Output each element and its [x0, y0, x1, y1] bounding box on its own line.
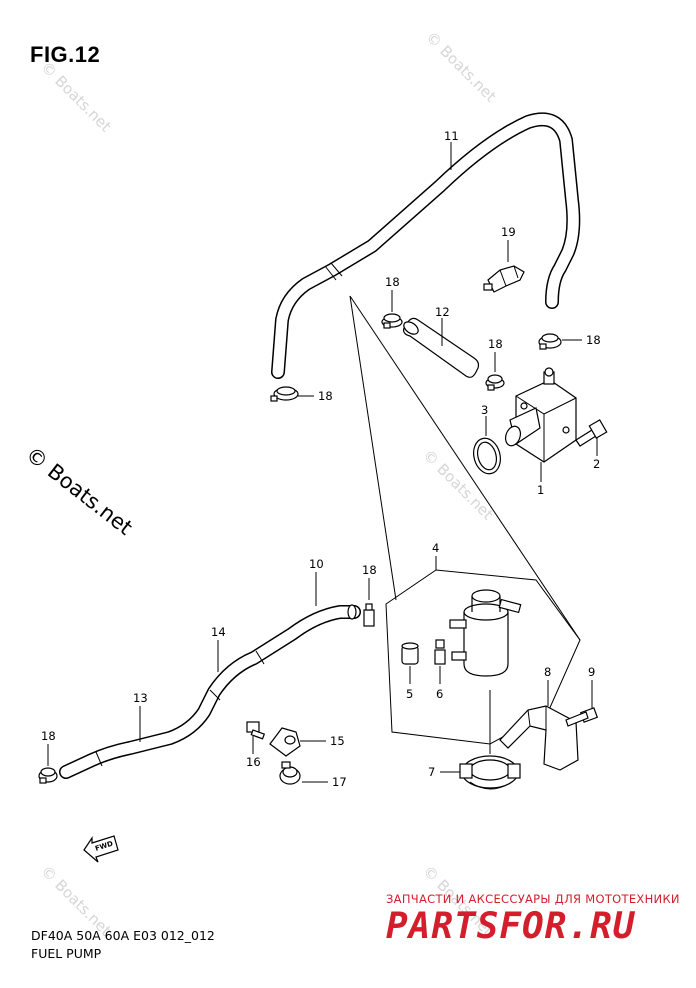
callout-1: 1 — [537, 483, 544, 497]
callout-19: 19 — [501, 225, 516, 239]
fwd-arrow-icon: FWD — [83, 835, 119, 863]
callout-18: 18 — [488, 337, 503, 351]
callout-4: 4 — [432, 541, 439, 555]
bolt-9 — [565, 707, 599, 727]
shop-logo[interactable]: PARTSFOR.RU — [386, 906, 636, 947]
bolt-2 — [575, 419, 608, 447]
callout-13: 13 — [133, 691, 148, 705]
hose-12 — [403, 317, 480, 378]
figure-title: FIG.12 — [30, 42, 101, 67]
hose-piece-5 — [401, 642, 419, 665]
hose-11 — [271, 112, 581, 379]
callout-7: 7 — [428, 765, 435, 779]
bolt-16 — [246, 721, 266, 740]
callout-10: 10 — [309, 557, 324, 571]
figure-subtitle: FUEL PUMP — [31, 946, 102, 961]
fuel-pump-1 — [504, 367, 577, 463]
clamp-18 — [538, 333, 562, 350]
callout-18: 18 — [385, 275, 400, 289]
clamp-17 — [279, 761, 301, 785]
callout-6: 6 — [436, 687, 443, 701]
clamp-19 — [483, 265, 525, 293]
callout-5: 5 — [406, 687, 413, 701]
fuel-filter — [449, 589, 522, 677]
bracket-8 — [499, 705, 579, 771]
callout-16: 16 — [246, 755, 261, 769]
callout-18: 18 — [318, 389, 333, 403]
clip-6 — [434, 639, 446, 665]
callout-12: 12 — [435, 305, 450, 319]
bracket-15 — [269, 727, 301, 757]
clamp-18 — [381, 313, 403, 329]
filter-clamp-7 — [459, 755, 521, 790]
o-ring-3 — [473, 437, 501, 475]
clamp-18 — [38, 767, 58, 784]
callout-15: 15 — [330, 734, 345, 748]
filter-assembly-4 — [385, 569, 581, 745]
callout-18: 18 — [41, 729, 56, 743]
callout-2: 2 — [593, 457, 600, 471]
callout-9: 9 — [588, 665, 595, 679]
model-code: DF40A 50A 60A E03 012_012 — [31, 928, 215, 943]
callout-11: 11 — [444, 129, 459, 143]
callout-18: 18 — [362, 563, 377, 577]
callout-3: 3 — [481, 403, 488, 417]
callout-18: 18 — [586, 333, 601, 347]
callout-17: 17 — [332, 775, 347, 789]
clamp-18 — [485, 374, 505, 391]
clamp-18 — [270, 386, 299, 402]
clamp-18 — [363, 603, 375, 627]
callout-14: 14 — [211, 625, 226, 639]
callout-8: 8 — [544, 665, 551, 679]
hose-10-14-13 — [59, 604, 361, 779]
shop-tagline: ЗАПЧАСТИ И АКСЕССУАРЫ ДЛЯ МОТОТЕХНИКИ — [386, 892, 680, 906]
